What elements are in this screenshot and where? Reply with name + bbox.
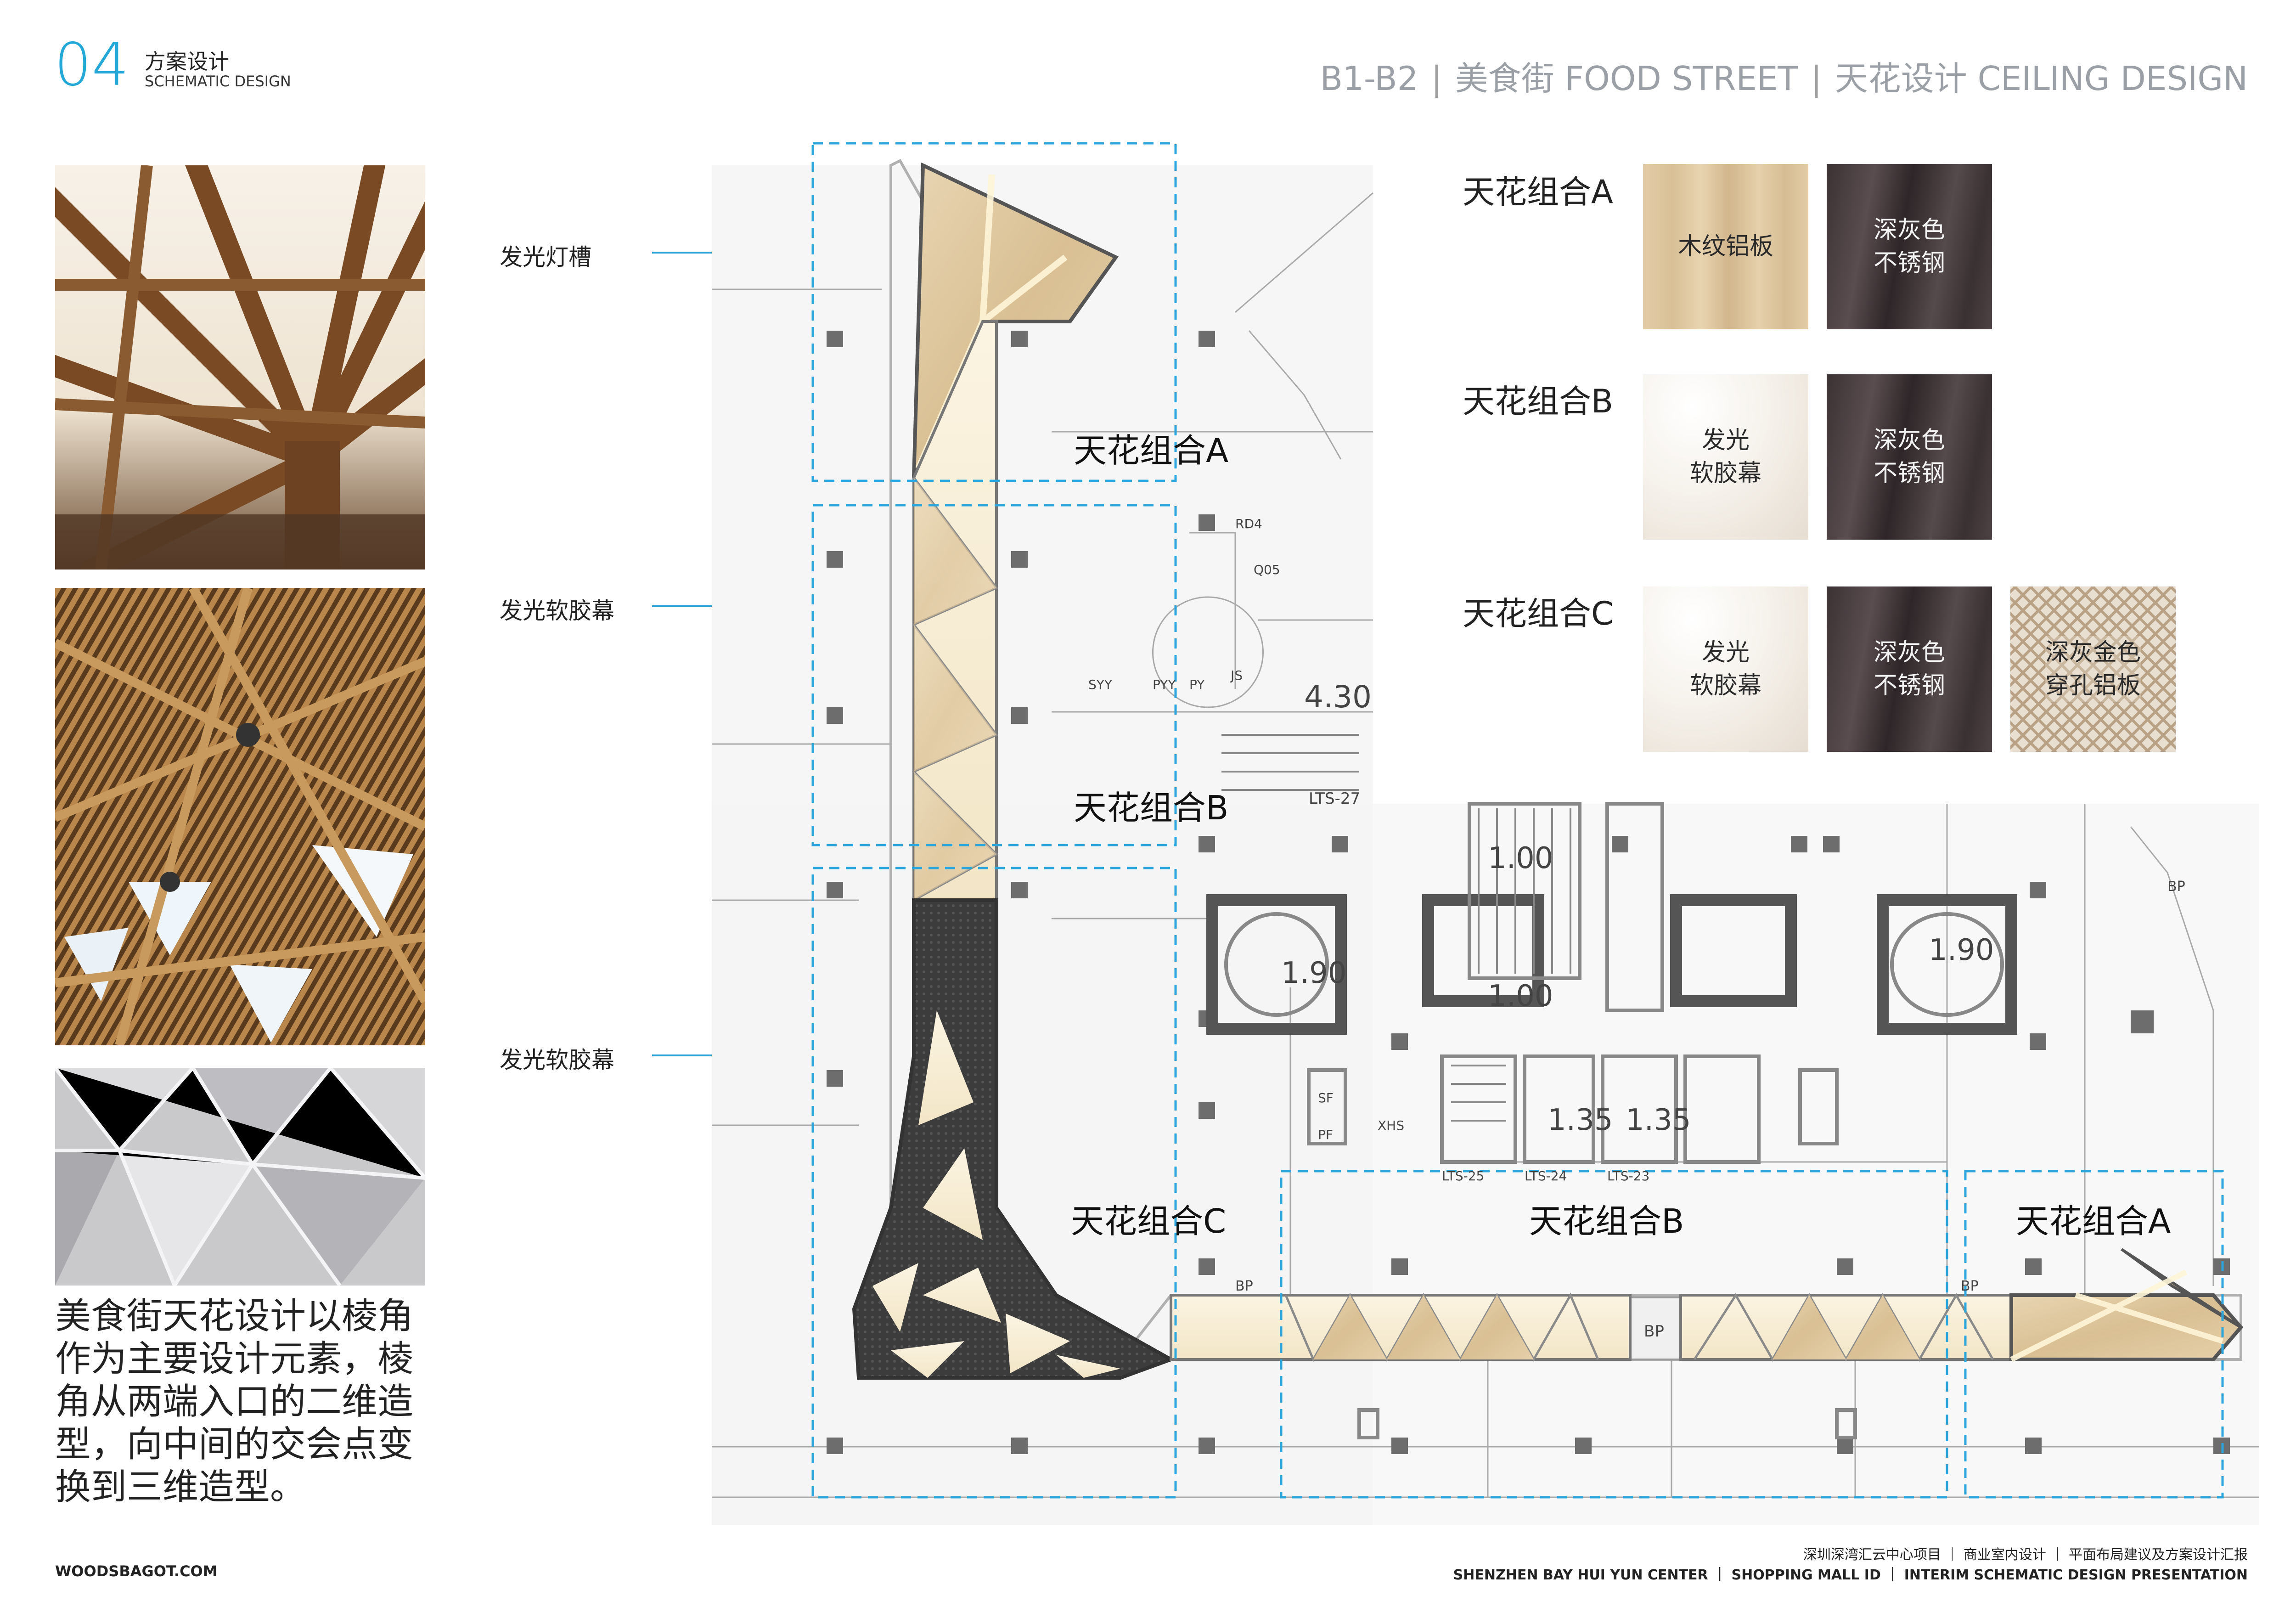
legend-combo-c-label: 天花组合C: [1463, 595, 1614, 632]
plan-tag-lts23: LTS-23: [1607, 1168, 1649, 1184]
plan-tag-lts24: LTS-24: [1525, 1168, 1567, 1184]
breadcrumb-topic: 天花设计 CEILING DESIGN: [1835, 59, 2248, 98]
plan-label-combo-b-1: 天花组合B: [1074, 789, 1229, 827]
plan-tag-rd4: RD4: [1235, 516, 1262, 531]
callout-soft-film-2: 发光软胶幕: [500, 1047, 614, 1073]
floor-plan: 4.30 1.00 1.90 1.90 1.00 1.35 1.35 LTS-2…: [712, 142, 2259, 1525]
plan-dim-100b: 1.00: [1488, 979, 1553, 1013]
footer-project-en: SHENZHEN BAY HUI YUN CENTER ｜ SHOPPING M…: [1453, 1567, 2248, 1583]
plan-tag-js: JS: [1230, 668, 1243, 683]
swatch-wood-aluminum: 木纹铝板: [1643, 164, 1808, 329]
reference-photo-white-faceted: [55, 1068, 425, 1286]
legend-combo-b-label: 天花组合B: [1463, 383, 1614, 420]
plan-tag-py: PY: [1189, 677, 1205, 692]
plan-tag-xhs: XHS: [1378, 1118, 1404, 1133]
plan-dim-100a: 1.00: [1488, 841, 1553, 875]
section-number: 04: [54, 31, 129, 99]
plan-tag-q05: Q05: [1254, 562, 1280, 577]
plan-label-combo-b-2: 天花组合B: [1529, 1202, 1684, 1241]
breadcrumb: B1-B2|美食街 FOOD STREET|天花设计 CEILING DESIG…: [1320, 59, 2248, 98]
plan-label-combo-a-1: 天花组合A: [1074, 431, 1229, 470]
plan-tag-bp3: BP: [1961, 1278, 1979, 1294]
swatch-dark-steel-c: 深灰色 不锈钢: [1827, 586, 1992, 752]
plan-tag-lts27: LTS-27: [1309, 789, 1360, 808]
reference-photo-wood-star: [55, 165, 425, 570]
plan-dim-135a: 1.35: [1548, 1103, 1613, 1137]
swatch-dark-steel-a: 深灰色 不锈钢: [1827, 164, 1992, 329]
design-description: 美食街天花设计以棱角作为主要设计元素，棱角从两端入口的二维造型，向中间的交会点变…: [55, 1296, 414, 1508]
section-title-en: SCHEMATIC DESIGN: [145, 73, 291, 90]
plan-tag-pf: PF: [1318, 1127, 1333, 1142]
plan-tag-bp2: BP: [1644, 1322, 1664, 1341]
breadcrumb-floor: B1-B2: [1320, 59, 1418, 98]
callout-light-trough: 发光灯槽: [500, 244, 591, 271]
plan-tag-bp1: BP: [1235, 1278, 1253, 1294]
plan-dim-430: 4.30: [1304, 679, 1372, 715]
plan-tag-lts25: LTS-25: [1442, 1168, 1484, 1184]
section-title-cn: 方案设计: [145, 49, 229, 74]
plan-tag-pyy: PYY: [1153, 677, 1176, 692]
swatch-dark-steel-b: 深灰色 不锈钢: [1827, 374, 1992, 540]
plan-tag-syy: SYY: [1088, 677, 1113, 692]
swatch-soft-film-b: 发光 软胶幕: [1643, 374, 1808, 540]
callout-soft-film-1: 发光软胶幕: [500, 598, 614, 624]
plan-dim-190a: 1.90: [1281, 956, 1347, 990]
footer-project-cn: 深圳深湾汇云中心项目 ｜ 商业室内设计 ｜ 平面布局建议及方案设计汇报: [1803, 1547, 2248, 1563]
breadcrumb-area: 美食街 FOOD STREET: [1455, 59, 1798, 98]
plan-label-combo-c: 天花组合C: [1071, 1202, 1227, 1241]
swatch-soft-film-c: 发光 软胶幕: [1643, 586, 1808, 752]
footer-website: WOODSBAGOT.COM: [55, 1562, 218, 1580]
reference-photo-wood-lattice: [55, 588, 425, 1045]
plan-tag-sf: SF: [1318, 1090, 1334, 1105]
plan-dim-190b: 1.90: [1929, 933, 1994, 967]
swatch-perforated-aluminum: 深灰金色 穿孔铝板: [2010, 586, 2176, 752]
plan-dim-135b: 1.35: [1626, 1103, 1691, 1137]
plan-label-combo-a-2: 天花组合A: [2016, 1202, 2171, 1241]
plan-tag-bp4: BP: [2167, 879, 2185, 895]
legend-combo-a-label: 天花组合A: [1463, 173, 1613, 211]
